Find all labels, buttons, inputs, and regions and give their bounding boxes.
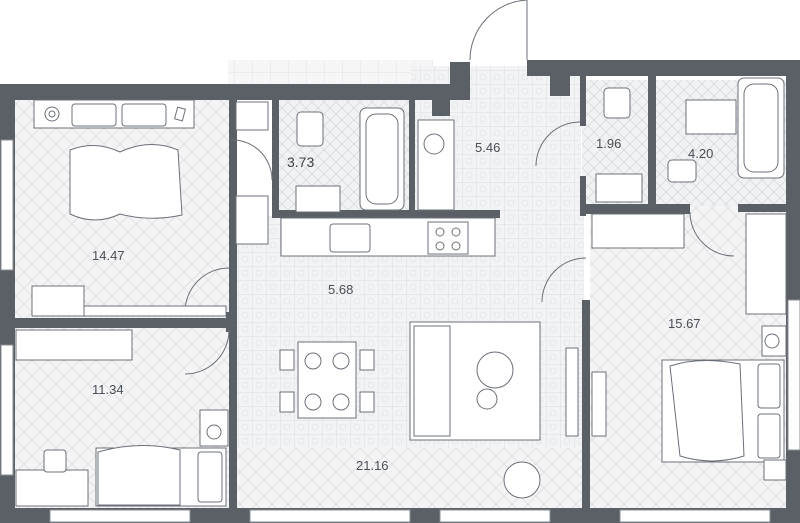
sofa-area xyxy=(409,321,607,499)
bath2-area-label: 4.20 xyxy=(688,146,713,161)
corridor-area-label: 5.68 xyxy=(328,282,353,297)
bedroom1-area-label: 14.47 xyxy=(92,248,125,263)
master-furniture xyxy=(591,213,787,481)
bedroom2-area-label: 11.34 xyxy=(92,382,124,397)
terrace xyxy=(228,60,433,84)
kitchen-counter xyxy=(280,217,496,257)
bath1-fixtures xyxy=(295,107,455,213)
master-area-label: 15.67 xyxy=(668,316,701,331)
wc-area-label: 1.96 xyxy=(596,136,621,151)
bedroom1-furniture xyxy=(31,99,269,317)
doors xyxy=(184,121,735,375)
entrance-door xyxy=(469,0,528,61)
windows xyxy=(0,139,800,523)
room-labels: 14.47 3.73 5.46 1.96 4.20 5.68 11.34 21.… xyxy=(92,136,713,473)
bath2-fixtures xyxy=(667,77,785,183)
living-area-label: 21.16 xyxy=(356,458,389,473)
bath1-area-label: 3.73 xyxy=(287,154,314,170)
wc-fixtures xyxy=(595,87,643,203)
hall-area-label: 5.46 xyxy=(475,140,500,155)
dining-table xyxy=(279,341,375,419)
bedroom2-furniture xyxy=(15,329,229,507)
